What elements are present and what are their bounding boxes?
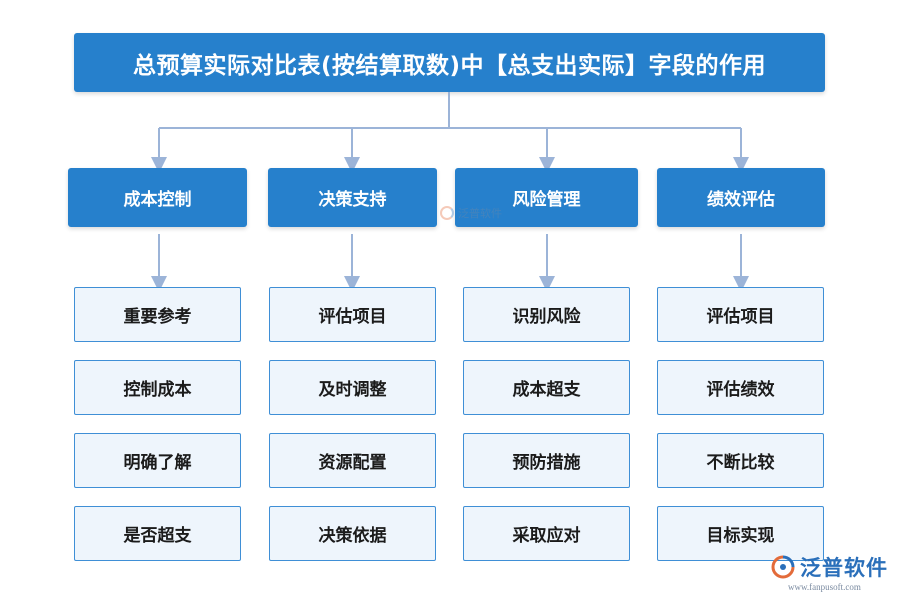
brand-name: 泛普软件 [800, 556, 888, 580]
item-performance-evaluation-4: 目标实现 [657, 506, 824, 561]
item-decision-support-3: 资源配置 [269, 433, 436, 488]
item-performance-evaluation-2: 评估绩效 [657, 360, 824, 415]
watermark-logo-icon [440, 206, 454, 220]
category-cost-control: 成本控制 [68, 168, 247, 227]
item-risk-management-1: 识别风险 [463, 287, 630, 342]
item-risk-management-2: 成本超支 [463, 360, 630, 415]
category-risk-management: 风险管理 [455, 168, 638, 227]
item-cost-control-4: 是否超支 [74, 506, 241, 561]
item-performance-evaluation-3: 不断比较 [657, 433, 824, 488]
item-risk-management-3: 预防措施 [463, 433, 630, 488]
brand-url: www.fanpusoft.com [788, 582, 861, 592]
watermark: 泛普软件 [440, 205, 502, 221]
item-decision-support-2: 及时调整 [269, 360, 436, 415]
item-performance-evaluation-1: 评估项目 [657, 287, 824, 342]
category-decision-support: 决策支持 [268, 168, 437, 227]
item-decision-support-1: 评估项目 [269, 287, 436, 342]
item-cost-control-3: 明确了解 [74, 433, 241, 488]
item-decision-support-4: 决策依据 [269, 506, 436, 561]
item-cost-control-2: 控制成本 [74, 360, 241, 415]
item-cost-control-1: 重要参考 [74, 287, 241, 342]
watermark-text: 泛普软件 [458, 207, 502, 220]
brand-logo-block: 泛普软件 www.fanpusoft.com [770, 552, 888, 592]
diagram-title: 总预算实际对比表(按结算取数)中【总支出实际】字段的作用 [74, 33, 825, 92]
fanpu-logo-icon [771, 555, 795, 579]
item-risk-management-4: 采取应对 [463, 506, 630, 561]
category-performance-evaluation: 绩效评估 [657, 168, 825, 227]
